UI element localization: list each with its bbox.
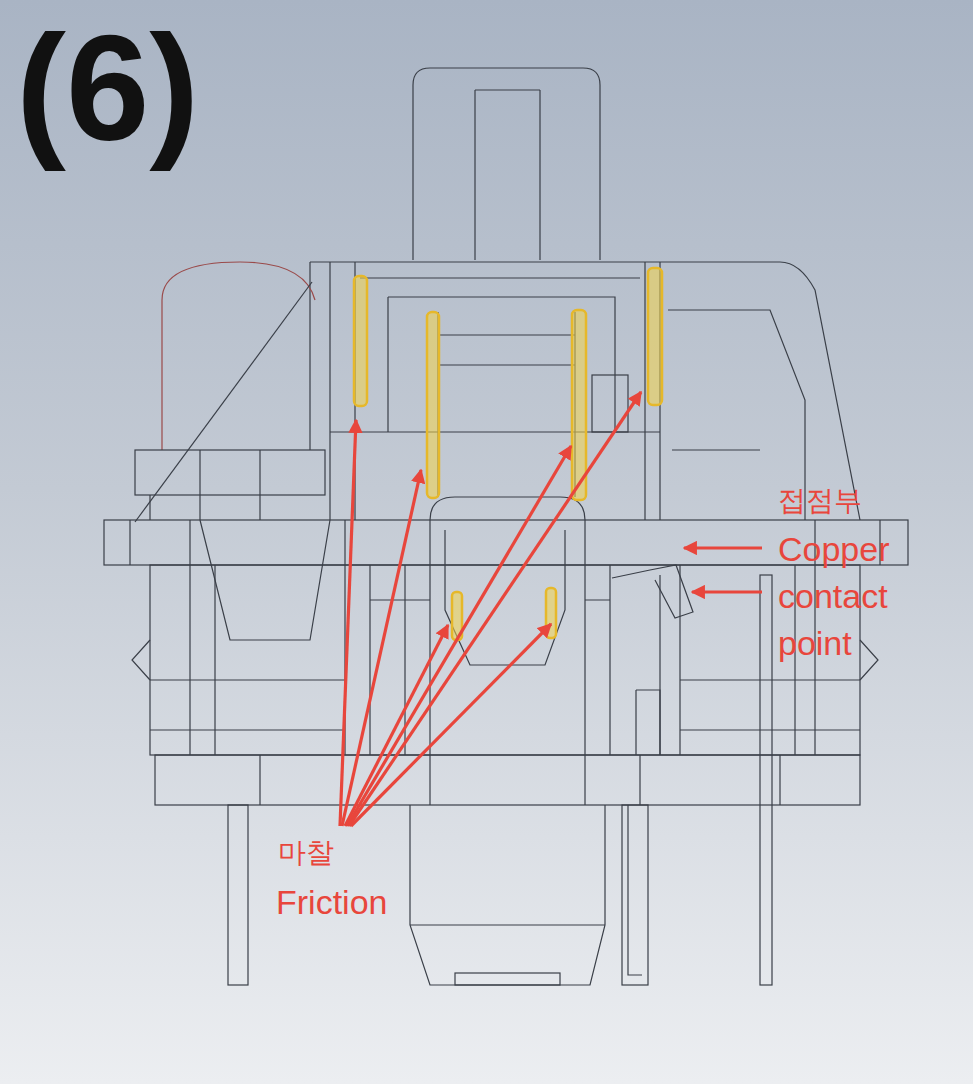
switch-outline [228,805,248,985]
switch-outline [592,375,628,432]
switch-outline [260,755,780,805]
switch-outline [155,755,860,805]
switch-outline [150,680,860,730]
friction-highlight [648,268,662,405]
switch-outline [410,924,605,925]
switch-outline [438,312,575,497]
switch-outline [310,262,330,520]
friction-highlight [354,276,367,406]
korean-part-label: 마찰 [278,836,334,870]
leader-arrow [351,624,551,826]
switch-outline [162,262,315,450]
switch-outline [760,575,772,985]
switch-outline [475,90,540,260]
switch-outline [135,282,312,522]
friction-highlight [572,310,586,500]
leader-arrow [340,392,762,826]
switch-outline [413,68,600,260]
switch-outline [410,805,605,985]
switch-outline [360,277,640,278]
leader-arrow [347,446,571,826]
switch-outline [370,599,610,600]
switch-outline [135,450,325,495]
friction-highlight [354,268,662,640]
part-label: Friction [276,882,387,923]
switch-outline [445,530,565,665]
switch-outline [355,262,660,520]
switch-outline [190,520,405,755]
switch-outline [455,973,560,985]
switch-outline [672,449,760,450]
leader-arrow [692,590,762,593]
leader-arrow [342,470,421,826]
switch-outline [310,262,860,520]
switch-outline [200,520,330,640]
korean-part-label: 접점부 [778,484,862,518]
leader-arrow [340,420,356,826]
leader-arrow [345,625,448,826]
friction-highlight [427,312,439,498]
friction-highlight [546,588,556,638]
panel-number: (6) [16,2,199,175]
switch-outline [150,450,260,520]
switch-outline [104,68,908,985]
leader-arrow [349,392,641,826]
switch-outline [636,690,660,755]
leader-arrow [684,546,762,549]
switch-outline [132,640,878,680]
switch-outline [612,565,693,618]
switch-outline [622,805,648,985]
switch-outline [430,497,585,805]
switch-outline [628,805,642,975]
part-label: Copper contact point [778,526,913,667]
